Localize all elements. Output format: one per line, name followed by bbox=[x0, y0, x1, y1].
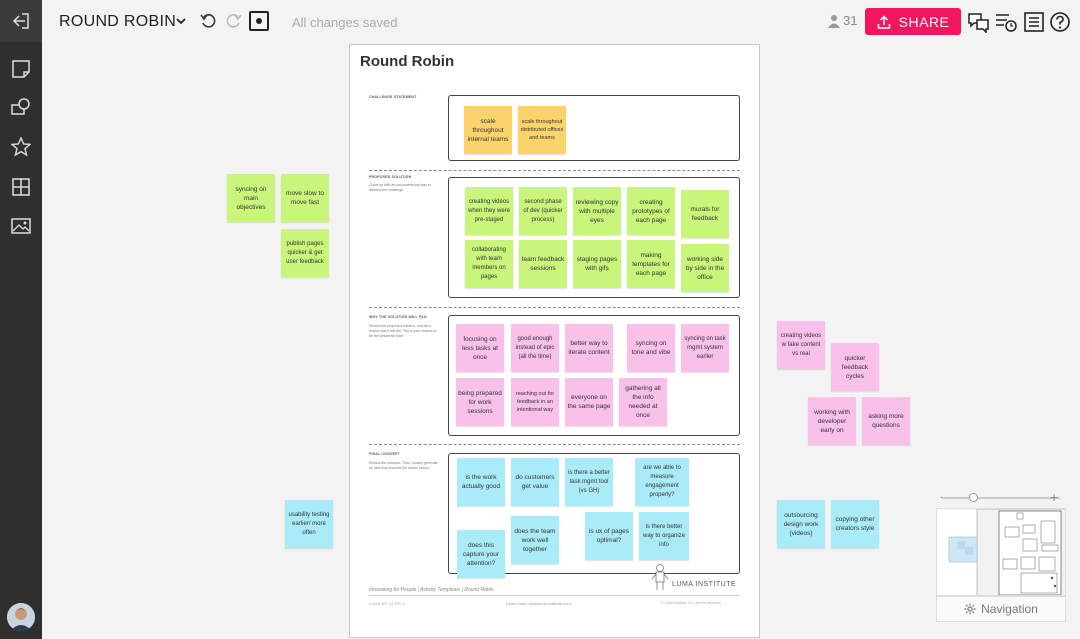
sheet-title: Round Robin bbox=[360, 53, 455, 70]
top-bar: ROUND ROBIN All changes saved 31 SHARE bbox=[42, 0, 1080, 44]
sticky-note[interactable]: reviewing copy with multiple eyes bbox=[573, 187, 621, 235]
divider bbox=[369, 170, 740, 171]
section-desc-solution: Come up with an unconventional way to ad… bbox=[369, 183, 431, 192]
sticky-note[interactable]: being prepared for work sessions bbox=[456, 378, 504, 426]
activity-icon[interactable] bbox=[994, 10, 1018, 34]
sticky-note[interactable]: does the team work well together bbox=[511, 516, 559, 564]
sticky-note[interactable]: working with developer early on bbox=[808, 397, 856, 445]
upload-icon bbox=[877, 14, 890, 29]
sticky-note[interactable]: quicker feedback cycles bbox=[831, 343, 879, 391]
section-label-final: FINAL CONCEPT bbox=[369, 452, 400, 456]
solution-box bbox=[448, 177, 740, 298]
luma-figure-icon bbox=[650, 563, 670, 591]
final-box bbox=[448, 453, 740, 574]
sticky-note[interactable]: everyone on the same page bbox=[565, 378, 613, 426]
sticky-note[interactable]: creating prototypes of each page bbox=[627, 187, 675, 235]
chevron-down-icon[interactable] bbox=[175, 14, 187, 32]
user-count[interactable]: 31 bbox=[827, 13, 857, 28]
avatar[interactable] bbox=[7, 603, 35, 631]
brand-logo: LUMA INSTITUTE bbox=[672, 581, 737, 588]
help-icon[interactable] bbox=[1048, 10, 1072, 34]
sticky-note[interactable]: gathering all the info needed at once bbox=[619, 378, 667, 426]
exit-icon[interactable] bbox=[0, 0, 42, 42]
sticky-note[interactable]: is ux of pages optimal? bbox=[585, 512, 633, 560]
sticky-note[interactable]: team feedback sessions bbox=[519, 240, 567, 288]
minimap[interactable] bbox=[936, 508, 1066, 596]
outline-icon[interactable] bbox=[1022, 10, 1046, 34]
challenge-box bbox=[448, 95, 740, 161]
redo-icon[interactable] bbox=[224, 12, 242, 35]
sticky-note[interactable]: is there better way to organize info bbox=[639, 512, 689, 560]
sticky-note[interactable]: working side by side in the office bbox=[681, 244, 729, 292]
user-icon bbox=[828, 14, 840, 28]
sticky-note[interactable]: second phase of dev (quicker process) bbox=[519, 187, 567, 235]
share-button[interactable]: SHARE bbox=[865, 8, 961, 35]
sticky-note[interactable]: publish pages quicker & get user feedbac… bbox=[281, 229, 329, 277]
star-icon[interactable] bbox=[0, 132, 42, 162]
footer-copyright: © LUMA Institute, LLC and its licensors bbox=[660, 601, 721, 605]
section-label-fail: WHY THE SOLUTION WILL FAIL bbox=[369, 315, 428, 319]
footer-code: LUMA-IFP-AT-RR-1 bbox=[369, 601, 405, 606]
divider bbox=[369, 307, 740, 308]
comment-icon[interactable] bbox=[0, 92, 42, 122]
image-icon[interactable] bbox=[0, 211, 42, 241]
footer-left: Innovating for People | Activity Templat… bbox=[369, 587, 494, 593]
section-desc-final: Review the critiques. Then, quickly gene… bbox=[369, 461, 438, 470]
sticky-note[interactable]: are we able to measure engagement proper… bbox=[635, 458, 689, 506]
gear-icon bbox=[964, 603, 976, 615]
minimap-preview bbox=[948, 509, 1065, 595]
sticky-note[interactable]: good enough instead of epic (all the tim… bbox=[511, 324, 559, 372]
sticky-note[interactable]: syncing on tone and vibe bbox=[627, 324, 675, 372]
sticky-note[interactable]: creating videos w fake content vs real bbox=[777, 321, 825, 369]
undo-icon[interactable] bbox=[200, 12, 218, 35]
share-label: SHARE bbox=[898, 13, 950, 30]
sticky-note[interactable]: making templates for each page bbox=[627, 240, 675, 288]
fail-box bbox=[448, 315, 740, 436]
board-title[interactable]: ROUND ROBIN bbox=[59, 13, 177, 30]
section-label-solution: PROPOSED SOLUTION bbox=[369, 175, 412, 179]
divider bbox=[369, 444, 740, 445]
sticky-note[interactable]: move slow to move fast bbox=[281, 174, 329, 222]
save-status: All changes saved bbox=[292, 15, 398, 30]
sticky-note[interactable]: creating videos when they were pre-stage… bbox=[465, 187, 513, 235]
sticky-note[interactable]: staging pages with gifs bbox=[573, 240, 621, 288]
sticky-note[interactable]: scale throughout internal teams bbox=[464, 106, 512, 154]
sticky-note[interactable]: focusing on less tasks at once bbox=[456, 324, 504, 372]
sticky-note[interactable]: outsourcing design work (videos) bbox=[777, 500, 825, 548]
sticky-note[interactable]: reaching out for feedback in an intentio… bbox=[511, 378, 559, 426]
left-toolbar bbox=[0, 0, 42, 639]
presentation-icon[interactable] bbox=[249, 11, 269, 31]
zoom-in-button[interactable]: + bbox=[1050, 489, 1059, 505]
sticky-note[interactable]: murals for feedback bbox=[681, 190, 729, 238]
footer-divider bbox=[369, 595, 740, 596]
sticky-note[interactable]: syncing on task mgmt system earlier bbox=[681, 324, 729, 372]
sticky-note[interactable]: is there a better task mgmt tool (vs GH) bbox=[565, 458, 613, 506]
sticky-note[interactable]: collaborating with team members on pages bbox=[465, 240, 513, 288]
sticky-note[interactable]: asking more questions bbox=[862, 397, 910, 445]
sticky-note[interactable]: does this capture your attention? bbox=[457, 530, 505, 578]
sticky-note-icon[interactable] bbox=[0, 54, 42, 84]
sticky-note[interactable]: is the work actually good bbox=[457, 458, 505, 506]
sticky-note[interactable]: do customers get value bbox=[511, 458, 559, 506]
sticky-note[interactable]: better way to iterate content bbox=[565, 324, 613, 372]
sticky-note[interactable]: usability testing earlier/ more often bbox=[285, 500, 333, 548]
section-desc-fail: Review the proposed solution, and list a… bbox=[369, 324, 437, 338]
navigation-button[interactable]: Navigation bbox=[936, 596, 1066, 622]
section-label-challenge: CHALLENGE STATEMENT bbox=[369, 95, 417, 99]
zoom-slider[interactable] bbox=[942, 497, 1060, 499]
user-count-value: 31 bbox=[843, 13, 858, 28]
sticky-note[interactable]: scale throughout distributed offices and… bbox=[518, 106, 566, 154]
chat-icon[interactable] bbox=[967, 10, 991, 34]
grid-icon[interactable] bbox=[0, 172, 42, 202]
navigation-label: Navigation bbox=[981, 602, 1038, 616]
sticky-note[interactable]: syncing on main objectives bbox=[227, 174, 275, 222]
footer-learn: Learn more: www.luma-institute.com bbox=[506, 601, 571, 606]
sticky-note[interactable]: copying other creators style bbox=[831, 500, 879, 548]
zoom-slider-handle[interactable] bbox=[969, 493, 978, 502]
